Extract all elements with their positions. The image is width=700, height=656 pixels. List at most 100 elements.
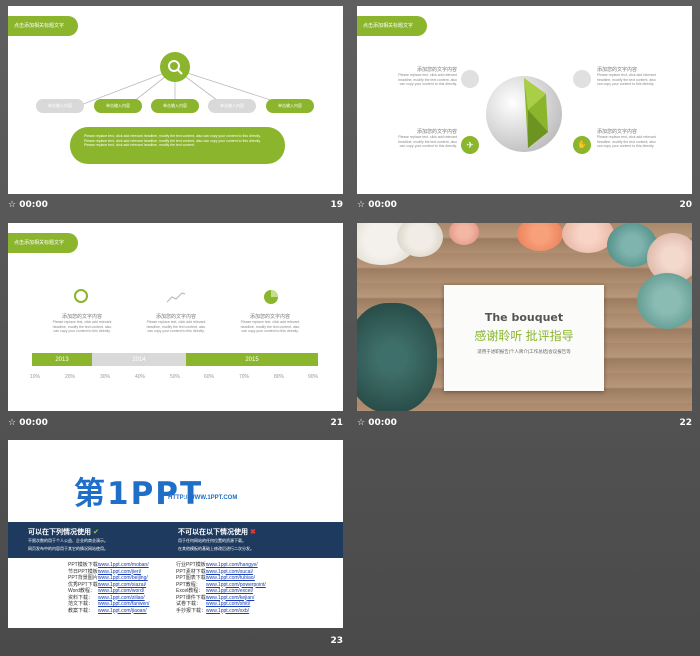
timeline-2013: 2013 xyxy=(32,353,92,366)
item-title: 添加您的文字内容 xyxy=(597,67,638,73)
slide-thumbnail-22[interactable]: The bouquet 感谢聆听 批评指导 适用于述职报告|个人简介|工作总结|… xyxy=(357,223,692,411)
timeline-2015: 2015 xyxy=(186,353,318,366)
flower-decoration xyxy=(517,223,563,251)
item-text: Please replace text, click add relevant … xyxy=(52,320,112,333)
slide-meta-22: ☆ 00:00 22 xyxy=(357,418,692,432)
link-item[interactable]: PPT课件下载：www.1ppt.com/kejian/ xyxy=(176,594,255,601)
slide-meta-19: ☆ 00:00 19 xyxy=(8,200,343,214)
pie-icon xyxy=(264,290,278,304)
pct-label: 80% xyxy=(274,374,285,380)
link-item[interactable]: PPT模板下载：www.1ppt.com/moban/ xyxy=(68,562,149,568)
item-1: 添加您的文字内容 Please replace text, click add … xyxy=(50,313,114,334)
card-caption: 适用于述职报告|个人简介|工作总结|会议报告等 xyxy=(477,349,571,354)
pct-label: 60% xyxy=(204,374,215,380)
chart-line-icon xyxy=(166,292,186,303)
can-item: 网页发布中的内容用于其它的情况网站使用。 xyxy=(28,546,108,551)
flower-decoration xyxy=(397,223,443,257)
logo-url: HTTP://WWW.1PPT.COM xyxy=(168,495,238,501)
slide-number: 20 xyxy=(679,200,692,210)
link-item[interactable]: 手抄报下载：www.1ppt.com/sxb/ xyxy=(176,607,250,614)
item-title: 添加您的文字内容 xyxy=(155,314,196,320)
link-item[interactable]: 试卷下载：www.1ppt.com/shiti/ xyxy=(176,601,251,607)
pill-3: 单击输入内容 xyxy=(151,99,199,113)
link-item[interactable]: 资料下载：www.1ppt.com/ziliao/ xyxy=(68,594,145,601)
slide-tag: 点击添加相关标题文字 xyxy=(8,16,78,36)
link-item[interactable]: 优秀PPT下载：www.1ppt.com/xiazai/ xyxy=(68,581,147,588)
pct-label: 30% xyxy=(100,374,111,380)
foliage-decoration xyxy=(357,303,437,411)
item-title: 添加您的文字内容 xyxy=(249,314,290,320)
slide-tag: 点击添加相关标题文字 xyxy=(8,233,78,253)
item-title: 添加您的文字内容 xyxy=(416,129,457,135)
link-item[interactable]: 范文下载：www.1ppt.com/fanwen/ xyxy=(68,601,150,607)
slide-tag: 点击添加相关标题文字 xyxy=(357,16,427,36)
links-right: 行业PPT模板：www.1ppt.com/hangye/ PPT素材下载：www… xyxy=(176,562,266,614)
slide-number: 23 xyxy=(330,636,343,646)
logo-text: 第1PPT xyxy=(74,476,204,512)
pct-label: 10% xyxy=(30,374,41,380)
link-item[interactable]: PPT教程：www.1ppt.com/powerpoint/ xyxy=(176,581,266,588)
flower-decoration xyxy=(449,223,479,245)
item-text: Please replace text, click add relevant … xyxy=(240,320,300,333)
pill-4: 单击输入内容 xyxy=(208,99,256,113)
hand-icon: ✋ xyxy=(573,136,591,154)
body-text: Please replace text, click add relevant … xyxy=(84,134,261,147)
item-1: 添加您的文字内容 Please replace text, click add … xyxy=(397,66,457,87)
slide-number: 22 xyxy=(679,418,692,428)
donut-icon xyxy=(573,70,591,88)
link-item[interactable]: PPT背景图片：www.1ppt.com/beijing/ xyxy=(68,575,148,581)
slide-number: 19 xyxy=(330,200,343,210)
item-text: Please replace text, click add relevant … xyxy=(398,73,457,86)
item-2: 添加您的文字内容 Please replace text, click add … xyxy=(144,313,208,334)
slide-meta-21: ☆ 00:00 21 xyxy=(8,418,343,432)
item-text: Please replace text, click add relevant … xyxy=(146,320,206,333)
link-item[interactable]: 教案下载：www.1ppt.com/jiaoan/ xyxy=(68,607,147,614)
item-title: 添加您的文字内容 xyxy=(597,129,638,135)
timing-label: ☆ 00:00 xyxy=(357,200,397,210)
plane-icon: ✈ xyxy=(461,136,479,154)
timing-label: ☆ 00:00 xyxy=(8,200,48,210)
pct-label: 20% xyxy=(65,374,76,380)
brand-logo: 第1PPT xyxy=(74,468,203,513)
link-item[interactable]: 节日PPT模板：www.1ppt.com/jieri/ xyxy=(68,568,142,575)
card-title: The bouquet xyxy=(484,311,564,324)
usage-panel: 可以在下列情况使用 ✔ 不限次数的用于个人公益、企业的商业演示。 网页发布中的内… xyxy=(8,522,343,558)
link-item[interactable]: 行业PPT模板：www.1ppt.com/hangye/ xyxy=(176,562,258,568)
pill-2: 单击输入内容 xyxy=(94,99,142,113)
item-3: 添加您的文字内容 Please replace text, click add … xyxy=(397,128,457,149)
link-item[interactable]: Word教程：www.1ppt.com/word/ xyxy=(68,588,145,594)
pct-label: 50% xyxy=(170,374,181,380)
slide-number: 21 xyxy=(330,418,343,428)
pct-label: 90% xyxy=(308,374,319,380)
pct-label: 70% xyxy=(239,374,250,380)
timeline-bar: 2013 2014 2015 xyxy=(32,353,318,366)
slide-thumbnail-20[interactable]: 点击添加相关标题文字 添加您的文字内容 Please replace text,… xyxy=(357,6,692,194)
pct-label: 40% xyxy=(135,374,146,380)
slide-meta-20: ☆ 00:00 20 xyxy=(357,200,692,214)
link-item[interactable]: Excel教程：www.1ppt.com/excel/ xyxy=(176,588,253,594)
links-left: PPT模板下载：www.1ppt.com/moban/ 节日PPT模板：www.… xyxy=(68,562,149,614)
can-item: 不限次数的用于个人公益、企业的商业演示。 xyxy=(28,538,108,543)
bulb-icon xyxy=(74,289,88,303)
item-text: Please replace text, click add relevant … xyxy=(597,73,656,86)
search-icon xyxy=(160,52,190,82)
body-text-box: Please replace text, click add relevant … xyxy=(70,127,285,164)
donut-icon xyxy=(461,70,479,88)
card-subtitle: 感谢聆听 批评指导 xyxy=(474,329,574,343)
pill-5: 单击输入内容 xyxy=(266,99,314,113)
cannot-item: 在其他模板的基础上修改后进行二次分发。 xyxy=(178,546,254,551)
item-4: 添加您的文字内容 Please replace text, click add … xyxy=(597,128,657,149)
link-item[interactable]: PPT素材下载：www.1ppt.com/sucai/ xyxy=(176,568,253,575)
item-title: 添加您的文字内容 xyxy=(61,314,102,320)
pill-1: 单击输入内容 xyxy=(36,99,84,113)
item-2: 添加您的文字内容 Please replace text, click add … xyxy=(597,66,657,87)
item-title: 添加您的文字内容 xyxy=(416,67,457,73)
slide-thumbnail-19[interactable]: 点击添加相关标题文字 单击输入内容 单击输入内容 单击输入内容 单击输入内容 单… xyxy=(8,6,343,194)
slide-thumbnail-21[interactable]: 点击添加相关标题文字 添加您的文字内容 Please replace text,… xyxy=(8,223,343,411)
slide-meta-23: 23 xyxy=(8,636,343,650)
timeline-2014: 2014 xyxy=(92,353,186,366)
slide-thumbnail-23[interactable]: 第1PPT HTTP://WWW.1PPT.COM 可以在下列情况使用 ✔ 不限… xyxy=(8,440,343,628)
item-text: Please replace text, click add relevant … xyxy=(398,135,457,148)
sphere-graphic xyxy=(486,76,562,152)
link-item[interactable]: PPT图表下载：www.1ppt.com/tubiao/ xyxy=(176,575,255,581)
